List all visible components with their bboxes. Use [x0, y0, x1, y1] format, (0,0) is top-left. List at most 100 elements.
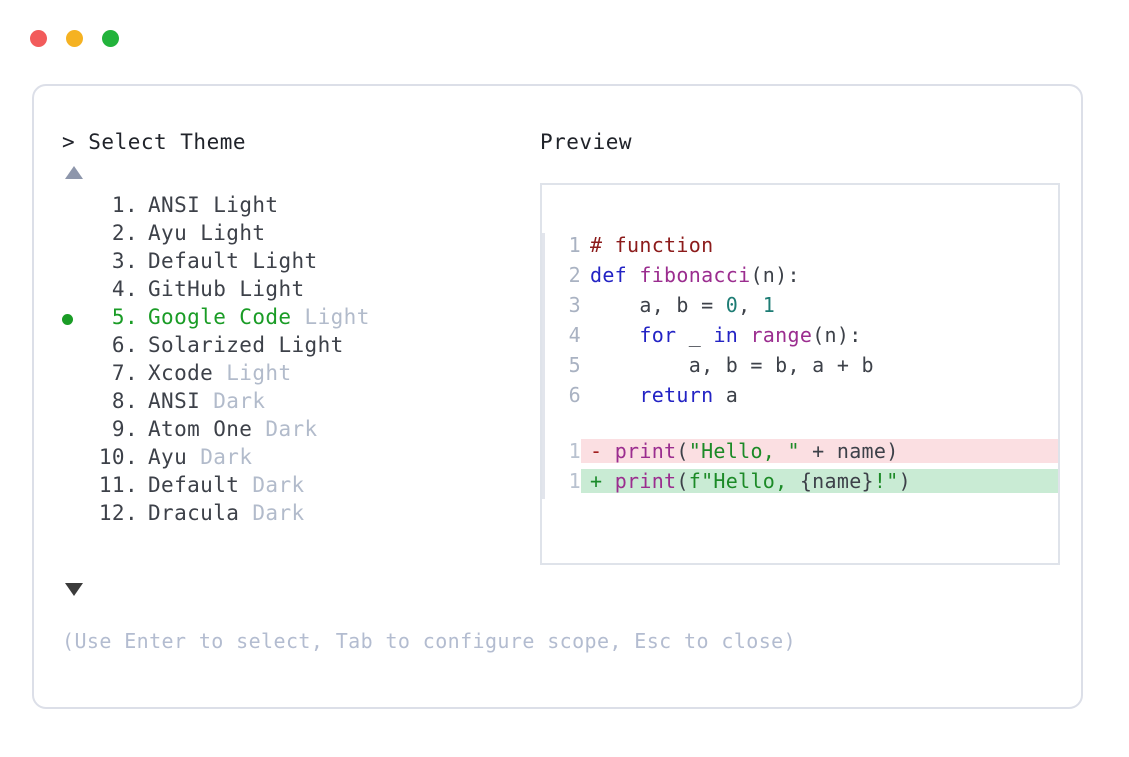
theme-item-spacer	[226, 277, 239, 301]
theme-item-variant: Light	[200, 221, 266, 245]
code-token: for	[639, 323, 677, 347]
theme-item-name: GitHub	[148, 277, 227, 301]
code-token: (n):	[750, 263, 800, 287]
theme-item-name: ANSI	[148, 193, 201, 217]
close-window-button[interactable]	[30, 30, 47, 47]
theme-list-item[interactable]: 8.ANSI Dark	[62, 389, 522, 417]
theme-item-variant: Light	[304, 305, 370, 329]
selection-bullet-cell	[62, 277, 92, 305]
window-traffic-lights	[30, 30, 119, 47]
theme-item-number: 7.	[111, 361, 138, 385]
theme-list-item[interactable]: 6.Solarized Light	[62, 333, 522, 361]
theme-item-number: 2.	[111, 221, 138, 245]
code-line: 1 # function	[545, 233, 1058, 263]
code-token: a, b = b, a + b	[590, 353, 874, 377]
code-line-text: def fibonacci(n):	[581, 263, 1058, 287]
code-line-text: - print("Hello, " + name)	[581, 439, 1058, 463]
code-token: def	[590, 263, 640, 287]
theme-item-spacer	[252, 417, 265, 441]
theme-list-item[interactable]: 2.Ayu Light	[62, 221, 522, 249]
selection-bullet-cell	[62, 193, 92, 221]
code-line-text: + print(f"Hello, {name}!")	[581, 469, 1058, 493]
code-line-text: a, b = b, a + b	[581, 353, 1058, 377]
theme-item-variant: Light	[226, 361, 292, 385]
code-token: fibonacci	[639, 263, 751, 287]
code-line: 5 a, b = b, a + b	[545, 353, 1058, 383]
theme-item-spacer	[239, 249, 252, 273]
theme-item-variant: Dark	[213, 389, 266, 413]
code-line-removed: 1- print("Hello, " + name)	[545, 439, 1058, 469]
theme-item-name: Default	[148, 473, 240, 497]
code-line-number: 2	[568, 263, 581, 287]
theme-list-item[interactable]: 7.Xcode Light	[62, 361, 522, 389]
code-token: range	[750, 323, 813, 347]
theme-item-spacer	[265, 333, 278, 357]
theme-item-variant: Light	[239, 277, 305, 301]
theme-item-number: 1.	[111, 193, 138, 217]
code-line-number: 1	[568, 233, 581, 257]
theme-item-spacer	[213, 361, 226, 385]
theme-list-item[interactable]: 12.Dracula Dark	[62, 501, 522, 529]
code-token: (	[676, 439, 689, 463]
keyboard-hint: (Use Enter to select, Tab to configure s…	[62, 629, 797, 653]
theme-item-number: 6.	[111, 333, 138, 357]
code-token: )	[898, 469, 911, 493]
code-token: -	[590, 439, 615, 463]
code-token: {name}	[799, 469, 874, 493]
theme-item-spacer	[200, 193, 213, 217]
theme-item-variant: Dark	[265, 417, 318, 441]
scroll-down-arrow-icon[interactable]	[65, 583, 83, 596]
theme-list-item[interactable]: 11.Default Dark	[62, 473, 522, 501]
code-token: 1	[762, 293, 776, 317]
selection-bullet-cell	[62, 389, 92, 417]
code-token: ,	[738, 293, 763, 317]
scroll-up-arrow-icon[interactable]	[65, 166, 83, 179]
theme-item-number: 3.	[111, 249, 138, 273]
selected-bullet-icon	[62, 313, 73, 325]
theme-item-name: Atom One	[148, 417, 253, 441]
selection-bullet-cell	[62, 305, 92, 333]
theme-item-variant: Light	[278, 333, 344, 357]
theme-item-spacer	[239, 473, 252, 497]
code-token	[590, 323, 639, 347]
code-token	[738, 323, 750, 347]
code-token: print	[614, 439, 677, 463]
code-line-text: for _ in range(n):	[581, 323, 1058, 347]
minimize-window-button[interactable]	[66, 30, 83, 47]
theme-item-name: ANSI	[148, 389, 201, 413]
theme-item-variant: Dark	[252, 501, 305, 525]
theme-list-item[interactable]: 3.Default Light	[62, 249, 522, 277]
theme-list-item[interactable]: 9.Atom One Dark	[62, 417, 522, 445]
theme-list-item[interactable]: 10.Ayu Dark	[62, 445, 522, 473]
code-token: in	[713, 323, 739, 347]
theme-item-number: 11.	[98, 473, 138, 497]
code-token: + name)	[799, 439, 899, 463]
theme-item-name: Default	[148, 249, 240, 273]
theme-list-item[interactable]: 1. ANSI Light	[62, 193, 522, 221]
code-line: 4 for _ in range(n):	[545, 323, 1058, 353]
code-token: !"	[873, 469, 899, 493]
code-token: (	[676, 469, 689, 493]
code-token: # function	[590, 233, 714, 257]
code-line: 6 return a	[545, 383, 1058, 413]
code-line-text: a, b = 0, 1	[581, 293, 1058, 317]
select-theme-prompt: > Select Theme	[62, 130, 247, 154]
theme-list-item[interactable]: 5.Google Code Light	[62, 305, 522, 333]
maximize-window-button[interactable]	[102, 30, 119, 47]
selection-bullet-cell	[62, 221, 92, 249]
preview-label: Preview	[540, 130, 633, 154]
theme-item-variant: Light	[213, 193, 279, 217]
theme-list-item[interactable]: 4.GitHub Light	[62, 277, 522, 305]
code-line: 3 a, b = 0, 1	[545, 293, 1058, 323]
selection-bullet-cell	[62, 445, 92, 473]
code-token: a, b =	[590, 293, 726, 317]
theme-item-name: Dracula	[148, 501, 240, 525]
code-line-added: 1+ print(f"Hello, {name}!")	[545, 469, 1058, 499]
code-line-number: 1	[568, 469, 581, 493]
